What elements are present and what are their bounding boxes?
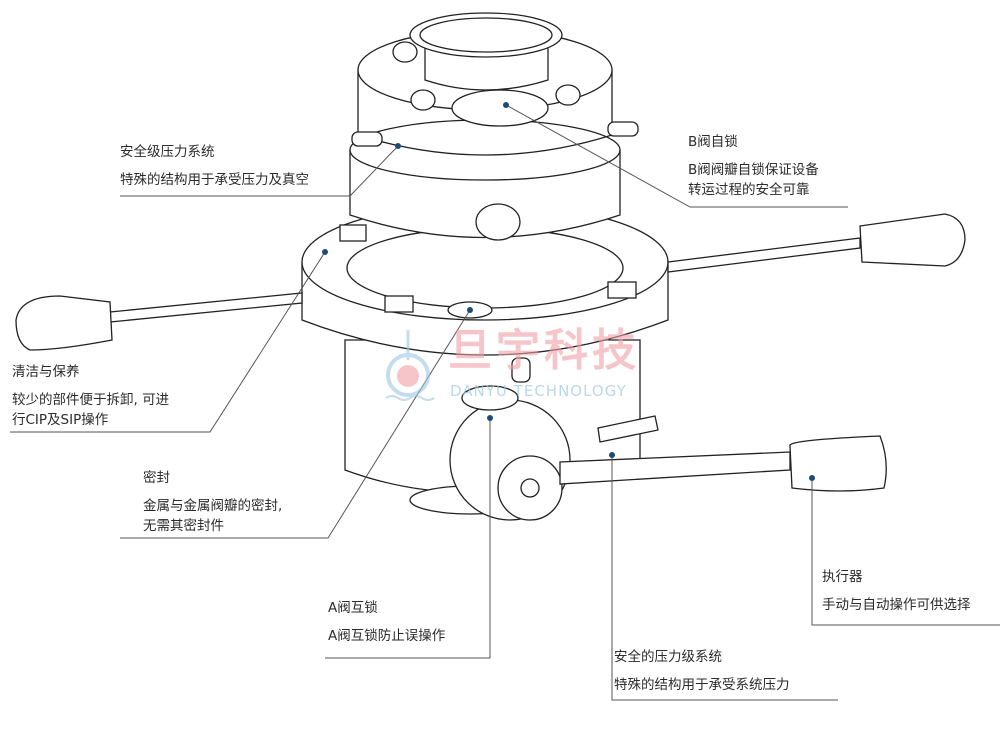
handle-right-grip [859,213,966,267]
callout-text: 特殊的结构用于承受系统压力 [614,677,790,693]
watermark-cn: 旦宇科技 [448,325,640,376]
cap-nut [410,89,436,111]
callout-dots [322,102,815,481]
cap-nut [555,84,581,106]
callout-title: 密封 [143,470,170,486]
callout-title: 安全的压力级系统 [614,649,722,665]
callout-title: 执行器 [822,569,863,585]
interlock-nut [520,478,540,498]
callout-text: 手动与自动操作可供选择 [822,597,971,613]
handle-left-rod [109,292,303,323]
interlock-top [461,385,519,411]
callout-cleaning: 清洁与保养 较少的部件便于拆卸, 可进 行CIP及SIP操作 [12,362,169,430]
cap-nut [392,41,418,63]
callout-text: B阀阀瓣自锁保证设备 [688,162,819,178]
callout-pressure-system: 安全的压力级系统 特殊的结构用于承受系统压力 [614,647,790,695]
callout-title: A阀互锁 [328,600,378,616]
callout-text: 无需其密封件 [143,518,224,534]
watermark-en: DANYU TECHNOLOGY [450,382,627,400]
latch-loop [475,203,521,241]
upper-body [349,150,621,239]
callout-text: 行CIP及SIP操作 [12,412,109,428]
callout-title: 安全级压力系统 [120,144,215,160]
watermark-logo [385,330,435,401]
actuator-grip [789,435,887,492]
interlock-knob [511,357,531,383]
handle-left-grip [15,295,113,351]
leader-lines [10,104,1000,701]
callout-text: 转运过程的安全可靠 [688,182,810,198]
pin [351,131,383,147]
side-pin [597,415,659,443]
callout-a-interlock: A阀互锁 A阀互锁防止误操作 [328,598,445,646]
callout-text: 较少的部件便于拆卸, 可进 [12,392,170,408]
callout-text: 金属与金属阀瓣的密封, [143,498,283,514]
callout-text: A阀互锁防止误操作 [328,628,446,644]
callout-seal: 密封 金属与金属阀瓣的密封, 无需其密封件 [143,468,282,536]
top-port-inner [419,17,553,53]
b-lock-plate [451,89,549,127]
callout-title: 清洁与保养 [12,364,80,380]
callout-b-self-lock: B阀自锁 B阀阀瓣自锁保证设备 转运过程的安全可靠 [688,132,819,200]
bolt [384,295,414,313]
callout-title: B阀自锁 [688,134,738,150]
callout-text: 特殊的结构用于承受压力及真空 [120,172,309,188]
actuator-rod [559,451,791,485]
callout-safety-pressure: 安全级压力系统 特殊的结构用于承受压力及真空 [120,142,309,190]
bolt [607,281,637,299]
handle-right-rod [667,237,861,273]
bolt [339,224,367,242]
callout-actuator: 执行器 手动与自动操作可供选择 [822,567,971,615]
pin [607,121,639,137]
